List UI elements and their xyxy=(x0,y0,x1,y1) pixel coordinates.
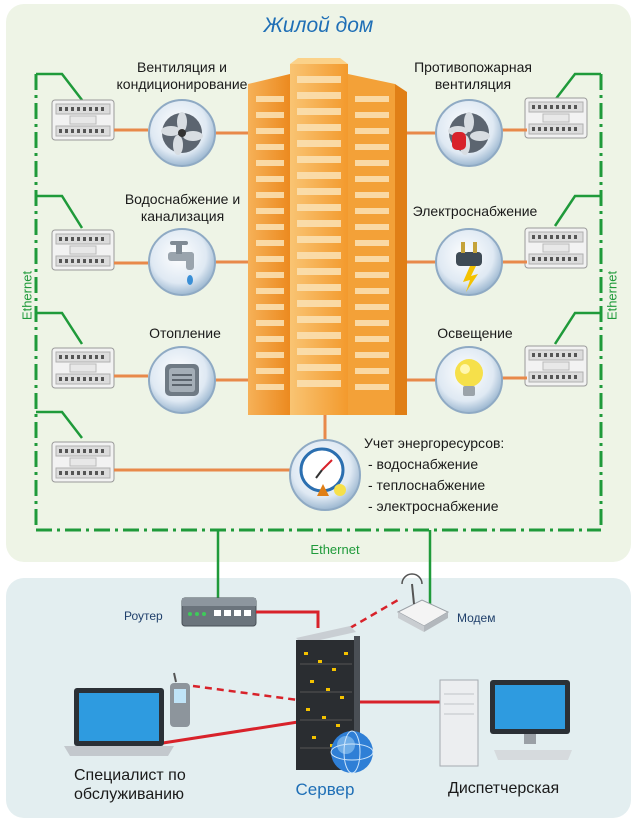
globe-icon xyxy=(330,730,374,774)
controller-icon xyxy=(51,347,115,389)
ethernet-label-bottom: Ethernet xyxy=(310,542,360,557)
laptop-icon xyxy=(64,688,174,756)
label-fire-ventilation: Противопожарная вентиляция xyxy=(414,59,532,92)
modem-icon xyxy=(396,573,450,632)
fan-icon xyxy=(148,99,216,167)
phone-icon xyxy=(170,672,190,727)
label-water: Водоснабжение и канализация xyxy=(124,191,241,224)
bulb-icon xyxy=(435,346,503,414)
controller-icon xyxy=(51,99,115,141)
modem-label: Модем xyxy=(457,611,496,625)
faucet-icon xyxy=(148,228,216,296)
label-heating: Отопление xyxy=(149,325,221,341)
controller-icon xyxy=(524,227,588,269)
controller-icon xyxy=(51,229,115,271)
plug-icon xyxy=(435,228,503,296)
label-power: Электроснабжение xyxy=(412,203,538,219)
controller-icon xyxy=(51,441,115,483)
ethernet-label-right: Ethernet xyxy=(604,270,620,321)
server-label: Сервер xyxy=(295,780,355,799)
metering-title: Учет энергоресурсов: xyxy=(364,435,505,451)
desktop-icon xyxy=(439,679,572,767)
ethernet-label-left: Ethernet xyxy=(19,270,35,321)
label-ventilation: Вентиляция и кондиционирование xyxy=(116,59,248,92)
meter-icon xyxy=(289,439,361,511)
controller-icon xyxy=(524,97,588,139)
label-lighting: Освещение xyxy=(437,325,513,341)
metering-item: - теплоснабжение xyxy=(368,477,486,493)
specialist-label: Специалист по обслуживанию xyxy=(74,767,186,803)
router-label: Роутер xyxy=(124,609,163,623)
dispatch-label: Диспетчерская xyxy=(448,780,560,797)
router-icon xyxy=(181,597,257,627)
page-title: Жилой дом xyxy=(263,14,374,37)
apartment-building xyxy=(248,58,407,415)
controller-icon xyxy=(524,345,588,387)
fire-fan-icon xyxy=(435,99,503,167)
metering-item: - электроснабжение xyxy=(368,498,499,514)
radiator-icon xyxy=(148,346,216,414)
metering-item: - водоснабжение xyxy=(368,456,479,472)
